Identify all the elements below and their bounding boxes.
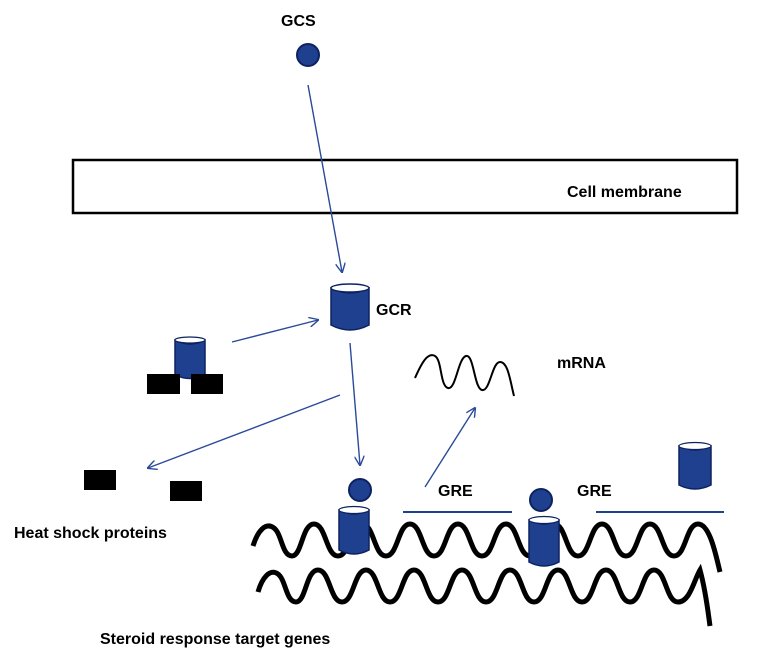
gcr-dna-bound-1 bbox=[338, 508, 370, 555]
gcr-receptor-free-right bbox=[678, 444, 712, 490]
gcr-dna-bound-1-top bbox=[338, 505, 370, 515]
mrna-label: mRNA bbox=[557, 355, 606, 372]
cell-membrane-label: Cell membrane bbox=[567, 184, 682, 201]
target-genes-label: Steroid response target genes bbox=[100, 631, 331, 648]
hsp-block-free-left bbox=[84, 470, 116, 490]
gcs-label: GCS bbox=[281, 13, 316, 30]
arrow-gcr-to-dna bbox=[349, 342, 360, 465]
dna-strand-lower bbox=[255, 563, 713, 627]
gre-label-2: GRE bbox=[577, 483, 612, 500]
gcs-ligand-bound-1 bbox=[348, 478, 372, 502]
receptor-hsp-complex-top bbox=[174, 336, 206, 344]
gcs-ligand-bound-2 bbox=[529, 488, 553, 512]
heat-shock-proteins-label: Heat shock proteins bbox=[14, 525, 167, 542]
gcr-dna-bound-2 bbox=[528, 518, 560, 567]
hsp-block-bound-left bbox=[147, 374, 180, 394]
arrow-dna-to-mrna bbox=[424, 408, 475, 488]
arrow-gcs-to-gcr bbox=[307, 84, 342, 272]
arrow-to-heat-shock-proteins bbox=[148, 394, 341, 468]
cell-membrane-box bbox=[71, 158, 739, 215]
gcr-receptor-free-right-top bbox=[678, 441, 712, 451]
hsp-block-bound-right bbox=[191, 374, 223, 394]
dna-strand-upper bbox=[250, 521, 723, 573]
receptor-hsp-complex-receptor bbox=[174, 338, 206, 380]
hsp-block-free-right bbox=[170, 481, 202, 501]
gcr-label: GCR bbox=[376, 302, 412, 319]
gcr-dna-bound-2-top bbox=[528, 515, 560, 525]
arrow-complex-to-gcr bbox=[231, 320, 318, 343]
gcr-receptor-top bbox=[330, 283, 370, 293]
gcr-receptor bbox=[330, 286, 370, 331]
mrna-strand bbox=[414, 354, 515, 397]
gcs-ligand-circle bbox=[296, 43, 320, 67]
gre-label-1: GRE bbox=[438, 483, 473, 500]
